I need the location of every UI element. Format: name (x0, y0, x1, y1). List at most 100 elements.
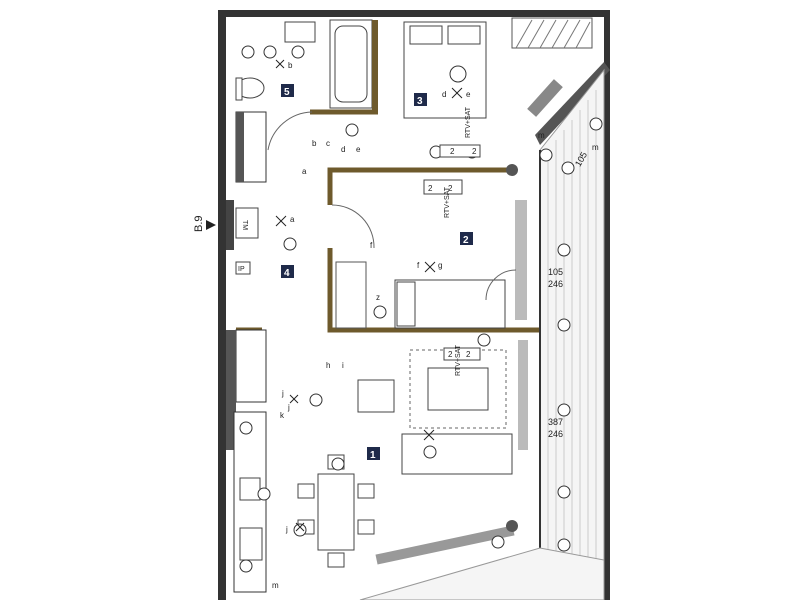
wardrobe-hatch (515, 19, 591, 49)
terrace-bottom (359, 547, 605, 600)
sink (284, 21, 316, 43)
switch-letter-d: d (442, 90, 446, 99)
toilet-tank (235, 77, 243, 101)
switch-letter-c: c (326, 139, 330, 148)
outer-wall-top (218, 10, 610, 17)
lamp (557, 243, 571, 257)
lamp (283, 237, 297, 251)
tv-label-bedroom2: RTV+SAT (444, 186, 451, 218)
terrace-hatch (547, 90, 597, 595)
chair-6 (327, 552, 345, 568)
closet-lower-fill (226, 330, 236, 450)
room-number-4: 4 (284, 268, 290, 279)
lamp (589, 117, 603, 131)
stove (239, 527, 263, 561)
switch-letter-a: a (290, 215, 295, 224)
radiator-living (518, 340, 528, 450)
dining-table (317, 473, 355, 551)
lamp (293, 523, 307, 537)
socket-boxes (423, 144, 481, 361)
lamp (557, 403, 571, 417)
outer-wall-diagonal (535, 62, 610, 145)
switch-letter-j: j (285, 525, 288, 534)
switch-letter-m: m (272, 581, 279, 590)
switch-letter-i: i (342, 361, 344, 370)
lamp (557, 318, 571, 332)
sofa (401, 433, 513, 475)
lamp (557, 538, 571, 552)
room-number-2: 2 (463, 235, 469, 246)
bathtub-inner (334, 25, 368, 103)
lamp-dark (506, 164, 518, 176)
switch-letter-j: j (287, 403, 290, 412)
chair-1 (297, 483, 315, 499)
room-badge-5 (281, 84, 294, 97)
lamp (345, 123, 359, 137)
socket-digit: 2 (428, 184, 433, 193)
chair-4 (357, 519, 375, 535)
lamp (539, 148, 553, 162)
socket-digit: 2 (466, 350, 471, 359)
switch-letter-e: e (466, 90, 471, 99)
switch-letter-d: d (341, 145, 345, 154)
closet-upper-fill (236, 112, 244, 182)
switch-letter-m: m (538, 131, 545, 140)
lamp (491, 535, 505, 549)
dimension-246: 246 (548, 279, 563, 289)
switch-letter-b: b (288, 61, 293, 70)
lamp (291, 45, 305, 59)
pillow-left (409, 25, 443, 45)
room-number-1: 1 (370, 450, 376, 461)
outer-wall-left (218, 12, 226, 600)
lamp (309, 393, 323, 407)
radiator-room2 (515, 200, 527, 320)
lamp (373, 305, 387, 319)
lamp (561, 161, 575, 175)
entry-tm: TM (241, 220, 248, 230)
switch-letter-g: g (438, 261, 442, 270)
switch-letter-k: k (280, 411, 285, 420)
lamp (557, 485, 571, 499)
kitchen-sink (239, 477, 261, 501)
radiator-bottom (375, 525, 515, 565)
socket-digit: 2 (472, 147, 477, 156)
wardrobe-room2 (335, 261, 367, 329)
bathroom-wall (372, 20, 378, 112)
door-arc-closet (485, 269, 517, 301)
room-badge-4 (281, 265, 294, 278)
bed-room2-pillow (396, 281, 416, 327)
socket-digit: 2 (448, 184, 453, 193)
lamp (239, 559, 253, 573)
cross-fixtures (275, 59, 463, 532)
switch-letter-m: m (592, 143, 599, 152)
room-badge-1 (367, 447, 380, 460)
lamp-dark (506, 520, 518, 532)
switch-letter-f: f (417, 261, 420, 270)
room-badge-2 (460, 232, 473, 245)
entrance-door-frame (226, 200, 234, 250)
switch-letter-f: f (370, 241, 373, 250)
switch-letter-b: b (312, 139, 317, 148)
switch-letter-h: h (326, 361, 330, 370)
switch-letter-z: z (376, 293, 380, 302)
coffee-table (427, 367, 489, 411)
tv-label-bedroom3: RTV+SAT (465, 106, 472, 138)
pillow-right (447, 25, 481, 45)
tv-label-living: RTV+SAT (455, 344, 462, 376)
outer-wall-right (604, 10, 610, 600)
lamp (241, 45, 255, 59)
balcony-door (527, 79, 563, 117)
lamp (239, 421, 253, 435)
closet-lower (235, 329, 267, 403)
chair-3 (357, 483, 375, 499)
section-marker-label: B.9 (193, 215, 205, 232)
room-number-3: 3 (417, 96, 423, 107)
lamp (331, 457, 345, 471)
dimension-246: 246 (548, 429, 563, 439)
door-arc-room2 (331, 204, 375, 249)
entry-ip: IP (238, 266, 245, 273)
switch-letter-e: e (356, 145, 361, 154)
switch-letter-a: a (302, 167, 307, 176)
lamp (423, 445, 437, 459)
